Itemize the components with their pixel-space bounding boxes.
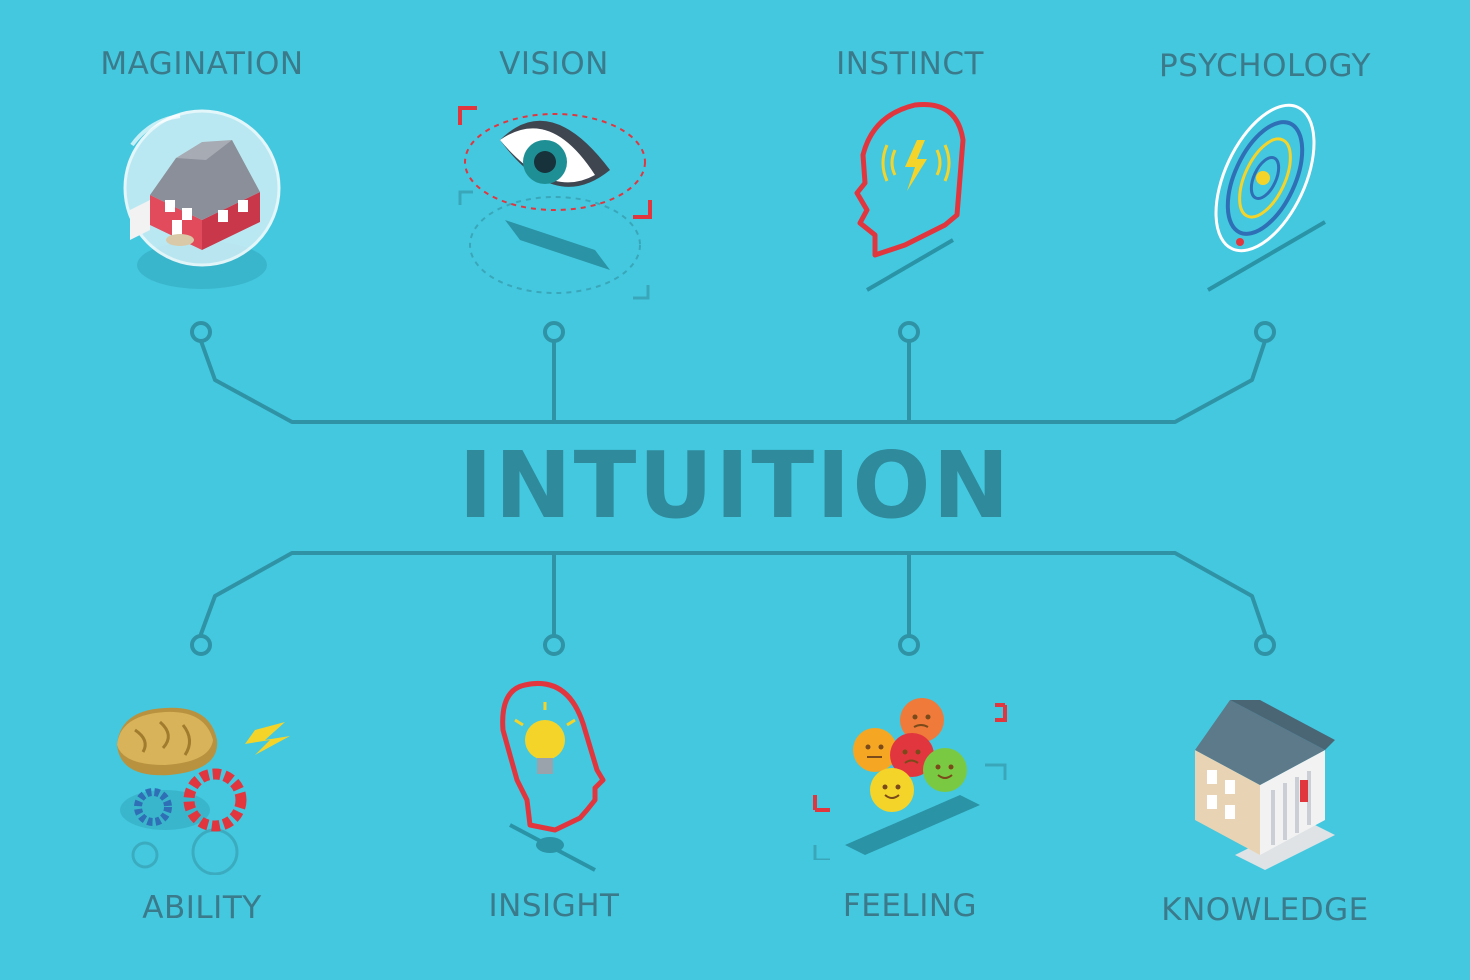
center-title: INTUITION xyxy=(458,432,1012,539)
label-ability: ABILITY xyxy=(142,890,262,926)
labyrinth-icon xyxy=(1206,103,1327,292)
top-connector-magination xyxy=(199,339,1267,424)
node-dot-knowledge xyxy=(1254,634,1276,656)
library-building-icon xyxy=(1195,700,1335,870)
label-magination: MAGINATION xyxy=(100,46,304,82)
label-psychology: PSYCHOLOGY xyxy=(1159,48,1371,84)
node-dot-vision xyxy=(543,321,565,343)
label-feeling: FEELING xyxy=(842,888,978,924)
node-dot-insight xyxy=(543,634,565,656)
label-insight: INSIGHT xyxy=(488,888,620,924)
label-vision: VISION xyxy=(499,46,609,82)
node-dot-feeling xyxy=(898,634,920,656)
bottom-connector-ability xyxy=(199,551,1267,636)
label-knowledge: KNOWLEDGE xyxy=(1161,892,1369,928)
node-dot-ability xyxy=(190,634,212,656)
label-instinct: INSTINCT xyxy=(836,46,984,82)
head-lightning-icon xyxy=(854,101,966,292)
brain-gears-icon xyxy=(117,707,290,875)
head-lightbulb-icon xyxy=(500,681,606,872)
node-dot-magination xyxy=(190,321,212,343)
node-dot-psychology xyxy=(1254,321,1276,343)
emotion-faces-icon xyxy=(813,698,1007,860)
node-dot-instinct xyxy=(898,321,920,343)
snow-globe-house-icon xyxy=(123,109,281,289)
eye-icon xyxy=(458,106,652,300)
